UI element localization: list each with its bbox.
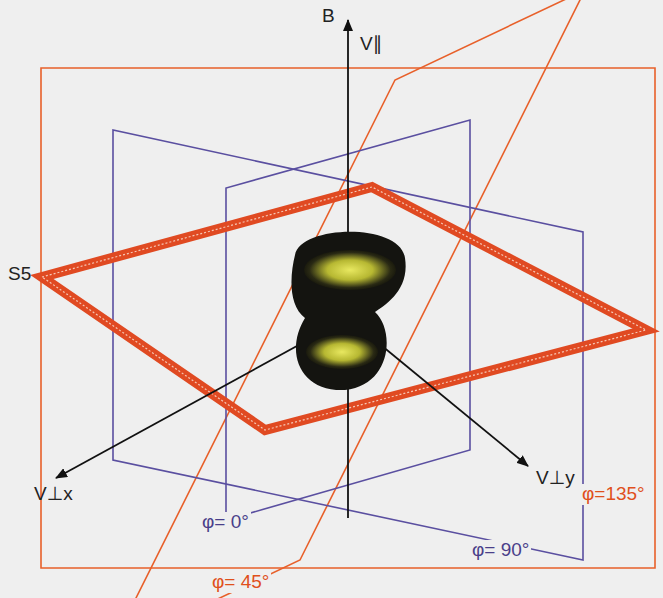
axis-label: V⊥x — [34, 484, 73, 505]
axis-label: φ= 45° — [210, 572, 271, 593]
s5-hatch — [42, 187, 646, 430]
distribution-blob — [291, 232, 405, 390]
axis-label: B — [322, 6, 335, 27]
axis-label: S5 — [8, 264, 31, 285]
plane-45 — [110, 0, 585, 598]
s5-band — [42, 187, 646, 430]
axis-label: V⊥y — [536, 468, 575, 489]
axis-label: φ= 90° — [470, 540, 531, 561]
axis-label: φ=135° — [580, 484, 647, 505]
axis-label: φ= 0° — [200, 512, 251, 533]
axis-label: V∥ — [358, 34, 384, 55]
